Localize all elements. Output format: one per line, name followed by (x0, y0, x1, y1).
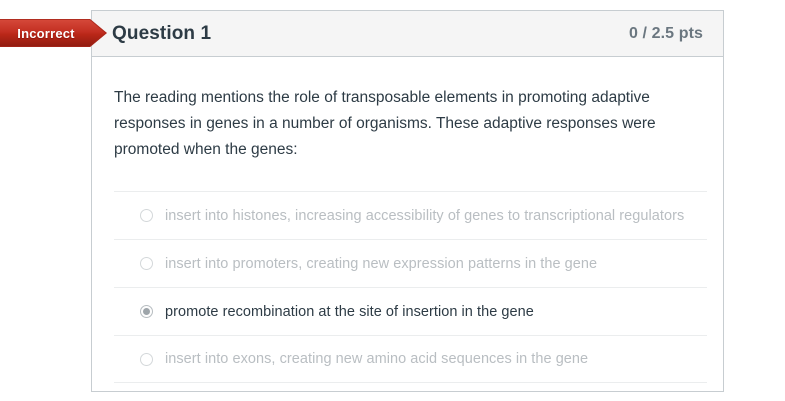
ribbon-arrow-icon (0, 19, 107, 47)
question-points: 0 / 2.5 pts (628, 24, 703, 42)
question-header: Question 1 0 / 2.5 pts (92, 11, 723, 57)
answer-option-label: insert into histones, increasing accessi… (165, 207, 685, 224)
status-badge: Incorrect (0, 19, 107, 47)
answer-list: insert into histones, increasing accessi… (114, 191, 707, 383)
radio-button-icon[interactable] (140, 257, 153, 270)
answer-option[interactable]: insert into exons, creating new amino ac… (114, 335, 707, 383)
radio-button-selected-icon[interactable] (140, 305, 153, 318)
answer-option[interactable]: insert into histones, increasing accessi… (114, 191, 707, 239)
answer-option-label: insert into promoters, creating new expr… (165, 255, 598, 272)
radio-button-icon[interactable] (140, 209, 153, 222)
radio-button-icon[interactable] (140, 352, 153, 366)
answer-option-label: insert into exons, creating new amino ac… (165, 351, 589, 367)
status-badge-label: Incorrect (17, 25, 75, 41)
answer-option-label: promote recombination at the site of ins… (165, 303, 534, 320)
answer-option-selected[interactable]: promote recombination at the site of ins… (114, 287, 707, 335)
question-title: Question 1 (112, 22, 212, 44)
question-card: Question 1 0 / 2.5 pts The reading menti… (91, 10, 724, 392)
question-body: The reading mentions the role of transpo… (92, 57, 723, 383)
question-prompt: The reading mentions the role of transpo… (114, 89, 656, 158)
answer-option[interactable]: insert into promoters, creating new expr… (114, 239, 707, 287)
